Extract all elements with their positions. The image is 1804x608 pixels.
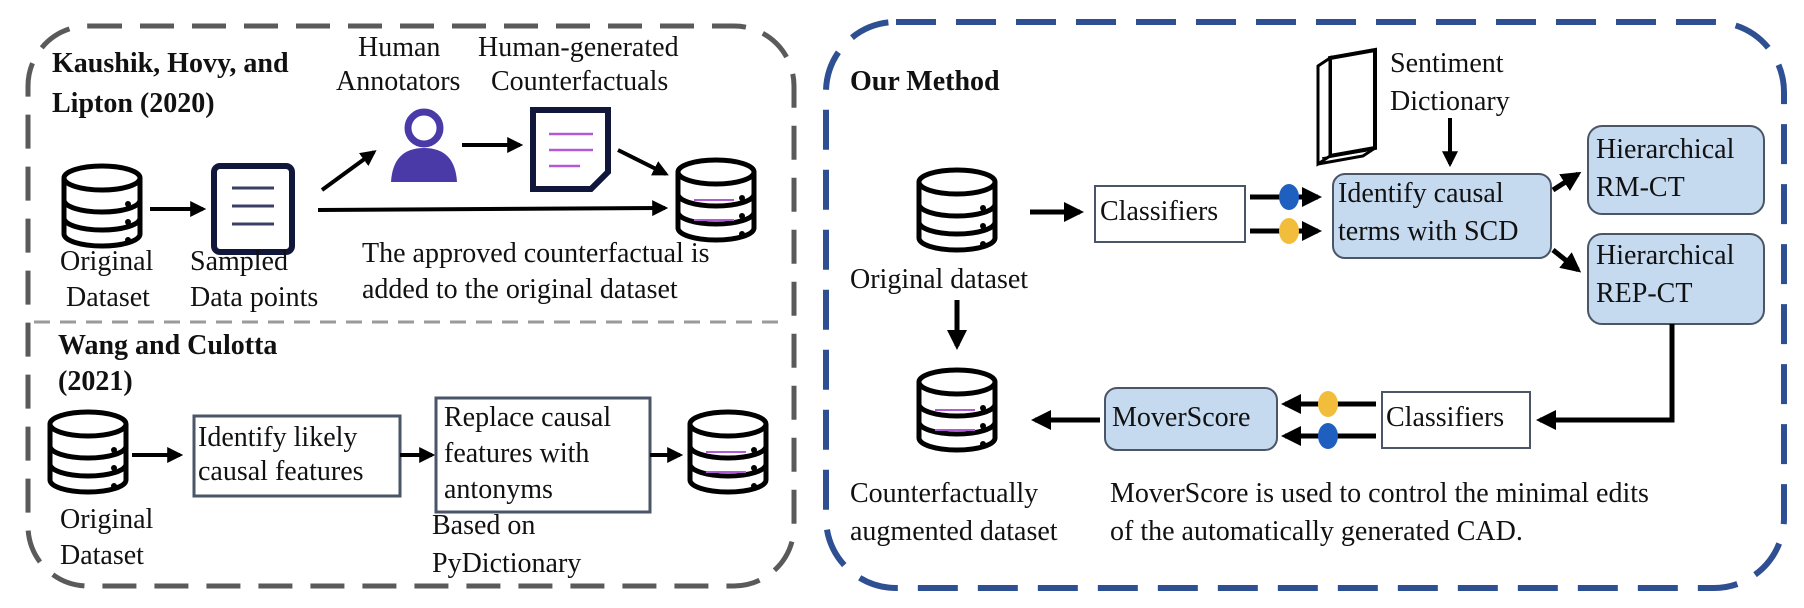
moverscore-box — [1104, 387, 1278, 451]
wang-original-db-icon — [50, 412, 126, 492]
left-panel-border — [25, 23, 797, 589]
rmct-line2: RM-CT — [1596, 172, 1685, 203]
kaushik-title-line1: Kaushik, Hovy, and — [52, 48, 289, 79]
arrow-identify-to-repct — [1551, 248, 1582, 273]
blue-label-dot — [1279, 184, 1299, 210]
identify-causal-line2: terms with SCD — [1338, 216, 1519, 247]
blue-label-dot-bottom — [1318, 423, 1338, 449]
kaushik-original-label-line2: Dataset — [66, 282, 150, 313]
identify-likely-box — [192, 414, 402, 498]
hierarchical-rmct-box — [1587, 125, 1765, 215]
human-annotators-label-line2: Annotators — [336, 66, 461, 97]
sentiment-dictionary-book-icon — [1316, 47, 1377, 167]
human-annotators-icon — [391, 108, 457, 182]
arrow-sampled-to-annotators — [320, 150, 377, 192]
sentiment-dictionary-line2: Dictionary — [1390, 86, 1510, 117]
classifiers-top-label: Classifiers — [1100, 196, 1219, 227]
yellow-label-dot-bottom — [1318, 391, 1338, 417]
kaushik-augmented-db-icon — [678, 160, 754, 240]
kaushik-original-db-icon — [64, 166, 140, 246]
based-on-line2: PyDictionary — [432, 548, 582, 579]
kaushik-title-line2: Lipton (2020) — [52, 88, 215, 119]
our-method-title: Our Method — [850, 66, 1000, 97]
yellow-label-dot — [1279, 218, 1299, 244]
approved-note-line1: The approved counterfactual is — [362, 238, 710, 269]
sampled-document-icon — [211, 163, 295, 255]
augmented-label-line2: augmented dataset — [850, 516, 1058, 547]
replace-causal-line1: Replace causal — [444, 402, 612, 433]
human-cf-label-line2: Counterfactuals — [491, 66, 669, 97]
moverscore-note-line2: of the automatically generated CAD. — [1110, 516, 1523, 547]
wang-title-line2: (2021) — [58, 366, 133, 397]
wang-original-label-line2: Dataset — [60, 540, 144, 571]
arrow-cf-to-augmented — [617, 148, 669, 176]
identify-likely-line2: causal features — [198, 456, 364, 487]
sampled-label-line2: Data points — [190, 282, 319, 313]
replace-causal-line3: antonyms — [444, 474, 553, 505]
human-cf-label-line1: Human-generated — [478, 32, 679, 63]
wang-augmented-db-icon — [690, 412, 766, 492]
human-annotators-label-line1: Human — [358, 32, 441, 63]
arrow-sampled-to-augmented — [317, 200, 669, 217]
moverscore-label: MoverScore — [1112, 402, 1251, 433]
replace-causal-box — [434, 396, 652, 514]
identify-likely-line1: Identify likely — [198, 422, 358, 453]
replace-causal-line2: features with — [444, 438, 590, 469]
our-original-db-icon — [919, 170, 995, 250]
kaushik-original-label-line1: Original — [60, 246, 154, 277]
identify-causal-box — [1332, 173, 1552, 259]
based-on-line1: Based on — [432, 510, 536, 541]
approved-note-line2: added to the original dataset — [362, 274, 678, 305]
augmented-label-line1: Counterfactually — [850, 478, 1039, 509]
arrow-identify-to-rmct — [1551, 171, 1582, 193]
repct-line2: REP-CT — [1596, 278, 1693, 309]
classifiers-bottom-box — [1381, 391, 1531, 449]
human-counterfactual-document-icon — [530, 107, 611, 192]
repct-line1: Hierarchical — [1596, 240, 1735, 271]
sentiment-dictionary-line1: Sentiment — [1390, 48, 1504, 79]
rmct-line1: Hierarchical — [1596, 134, 1735, 165]
sampled-label-line1: Sampled — [190, 246, 288, 277]
original-dataset-label: Original dataset — [850, 264, 1029, 295]
classifiers-bottom-label: Classifiers — [1386, 402, 1505, 433]
identify-causal-line1: Identify causal — [1338, 178, 1504, 209]
arrow-repct-to-classifiers — [1536, 324, 1675, 430]
our-augmented-db-icon — [919, 370, 995, 450]
wang-title-line1: Wang and Culotta — [58, 330, 278, 361]
hierarchical-repct-box — [1587, 233, 1765, 325]
right-panel-border — [823, 19, 1787, 591]
classifiers-top-box — [1094, 185, 1246, 243]
wang-original-label-line1: Original — [60, 504, 154, 535]
moverscore-note-line1: MoverScore is used to control the minima… — [1110, 478, 1649, 509]
